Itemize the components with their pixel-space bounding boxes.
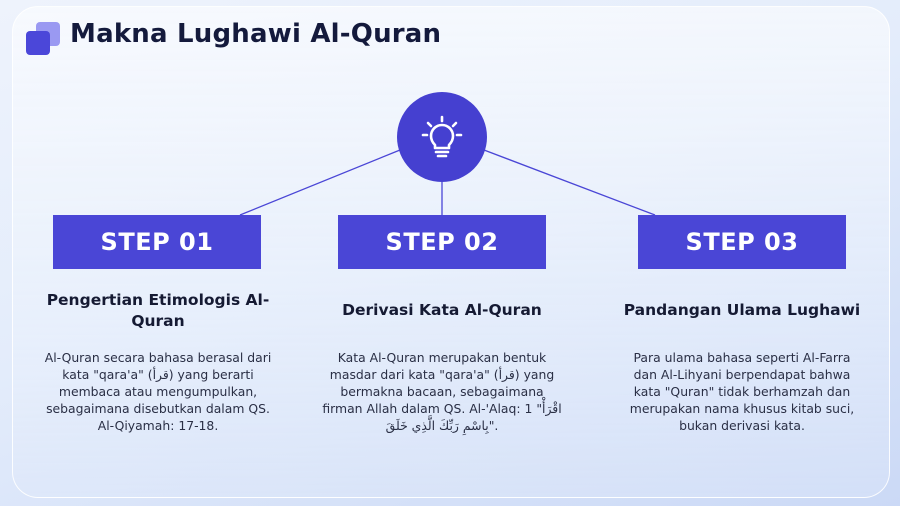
step-01-heading: Pengertian Etimologis Al-Quran bbox=[46, 291, 270, 330]
hub-circle bbox=[397, 92, 487, 182]
step-02-box: STEP 02 bbox=[338, 215, 546, 269]
step-03-heading: Pandangan Ulama Lughawi bbox=[623, 301, 861, 319]
step-01-text: Al-Quran secara bahasa berasal dari kata… bbox=[44, 350, 272, 433]
lightbulb-icon bbox=[421, 115, 463, 158]
step-03-box: STEP 03 bbox=[638, 215, 846, 269]
step-02-heading: Derivasi Kata Al-Quran bbox=[342, 301, 542, 319]
step-03-text: Para ulama bahasa seperti Al-Farra dan A… bbox=[629, 350, 855, 433]
step-01-box: STEP 01 bbox=[53, 215, 261, 269]
step-02-text: Kata Al-Quran merupakan bentuk masdar da… bbox=[322, 350, 562, 433]
connector-line-1 bbox=[239, 149, 401, 216]
page-title: Makna Lughawi Al-Quran bbox=[70, 19, 442, 49]
connector-line-3 bbox=[483, 149, 656, 216]
stacked-squares-icon bbox=[26, 22, 62, 56]
